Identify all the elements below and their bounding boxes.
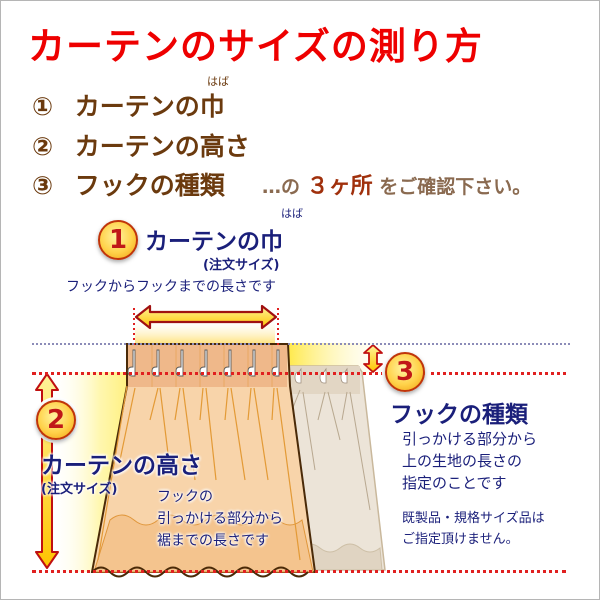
hook-description: 引っかける部分から 上の生地の長さの 指定のことです bbox=[402, 428, 537, 494]
checklist-item-1: ① カーテンの巾 bbox=[32, 87, 225, 123]
top-guide-line-left bbox=[32, 343, 270, 345]
number-3-icon: ③ bbox=[32, 171, 54, 200]
hook-caution: 既製品・規格サイズ品は ご指定頂けません。 bbox=[402, 508, 545, 550]
width-arrow-icon bbox=[133, 304, 279, 345]
main-curtain bbox=[90, 343, 317, 578]
checklist-item-label: カーテンの高さ bbox=[74, 132, 250, 161]
badge-3-icon: 3 bbox=[385, 352, 425, 392]
width-order-note: (注文サイズ) bbox=[203, 258, 280, 273]
description-line: 上の生地の長さの bbox=[402, 452, 523, 470]
checklist-item-2: ② カーテンの高さ bbox=[32, 127, 250, 163]
description-line: 引っかける部分から bbox=[402, 430, 538, 448]
checklist-item-1-ruby: はば bbox=[207, 75, 229, 88]
height-arrow-icon bbox=[35, 373, 59, 569]
hook-guide-line bbox=[32, 372, 392, 375]
summary-emphasis: ３ヶ所 bbox=[306, 174, 373, 199]
number-2-icon: ② bbox=[32, 132, 54, 161]
number-1-icon: ① bbox=[32, 92, 54, 121]
checklist-item-3: ③ フックの種類 bbox=[32, 166, 225, 202]
caution-line: ご指定頂けません。 bbox=[402, 532, 519, 547]
top-guide-line-right bbox=[288, 343, 570, 345]
checklist-summary: …の ３ヶ所 をご確認下さい。 bbox=[262, 168, 531, 200]
description-line: 引っかける部分から bbox=[157, 511, 283, 527]
hook-guide-line-right bbox=[424, 372, 566, 375]
checklist-item-label: カーテンの巾 bbox=[74, 92, 225, 121]
description-line: 指定のことです bbox=[402, 474, 507, 492]
caution-line: 既製品・規格サイズ品は bbox=[402, 511, 545, 526]
badge-2-icon: 2 bbox=[36, 400, 76, 440]
badge-1-icon: 1 bbox=[98, 220, 138, 260]
description-line: フックの bbox=[157, 489, 213, 505]
width-heading-ruby: はば bbox=[281, 207, 303, 220]
checklist-item-label: フックの種類 bbox=[74, 171, 225, 200]
width-heading: カーテンの巾 bbox=[145, 229, 283, 255]
width-description: フックからフックまでの長さです bbox=[66, 279, 276, 295]
hem-guide-line bbox=[32, 570, 566, 573]
height-description: フックの 引っかける部分から 裾までの長さです bbox=[157, 486, 283, 552]
description-line: 裾までの長さです bbox=[157, 533, 269, 549]
hook-heading: フックの種類 bbox=[390, 402, 528, 428]
hook-icons bbox=[127, 349, 280, 377]
height-order-note: (注文サイズ) bbox=[41, 482, 118, 497]
height-heading: カーテンの高さ bbox=[41, 453, 202, 479]
summary-prefix: …の bbox=[262, 176, 301, 198]
page-title: カーテンのサイズの測り方 bbox=[28, 25, 483, 68]
summary-suffix: をご確認下さい。 bbox=[379, 176, 532, 198]
